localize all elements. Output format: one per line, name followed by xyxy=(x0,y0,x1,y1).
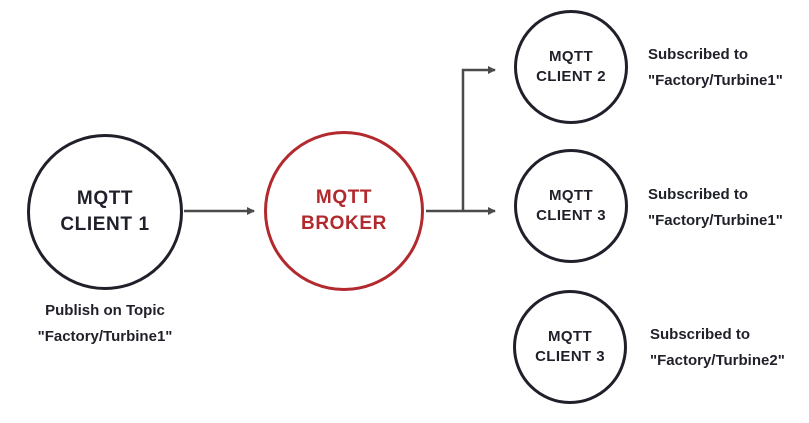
client3-bottom-caption: Subscribed to "Factory/Turbine2" xyxy=(650,322,785,374)
node-label-line2: CLIENT 2 xyxy=(536,68,606,85)
node-mqtt-client-2: MQTT CLIENT 2 xyxy=(514,10,628,124)
node-label-line2: CLIENT 1 xyxy=(60,214,150,235)
node-mqtt-broker: MQTT BROKER xyxy=(264,131,424,291)
client2-caption: Subscribed to "Factory/Turbine1" xyxy=(648,42,783,94)
client3-mid-caption-line1: Subscribed to xyxy=(648,186,749,203)
node-label-line2: CLIENT 3 xyxy=(535,348,605,365)
client3-bottom-caption-line1: Subscribed to xyxy=(650,326,751,343)
node-mqtt-client-1: MQTT CLIENT 1 xyxy=(27,134,183,290)
client1-caption-line1: Publish on Topic xyxy=(45,302,165,319)
client3-bottom-caption-line2: "Factory/Turbine2" xyxy=(650,352,785,369)
client3-mid-caption-line2: "Factory/Turbine1" xyxy=(648,212,783,229)
client1-caption-line2: "Factory/Turbine1" xyxy=(37,328,173,345)
node-label-line2: CLIENT 3 xyxy=(536,207,606,224)
node-mqtt-client-3-mid: MQTT CLIENT 3 xyxy=(514,149,628,263)
client3-mid-caption: Subscribed to "Factory/Turbine1" xyxy=(648,182,783,234)
node-label-line1: MQTT xyxy=(547,328,593,345)
node-label-line2: BROKER xyxy=(301,213,387,234)
node-label-line1: MQTT xyxy=(548,187,594,204)
node-label-line1: MQTT xyxy=(315,187,373,208)
client2-caption-line2: "Factory/Turbine1" xyxy=(648,72,783,89)
arrow-broker-to-client2 xyxy=(461,66,496,211)
node-label-line1: MQTT xyxy=(76,188,134,209)
node-label-line1: MQTT xyxy=(548,48,594,65)
client1-caption: Publish on Topic "Factory/Turbine1" xyxy=(5,298,205,350)
client2-caption-line1: Subscribed to xyxy=(648,46,749,63)
node-mqtt-client-3-bottom: MQTT CLIENT 3 xyxy=(513,290,627,404)
